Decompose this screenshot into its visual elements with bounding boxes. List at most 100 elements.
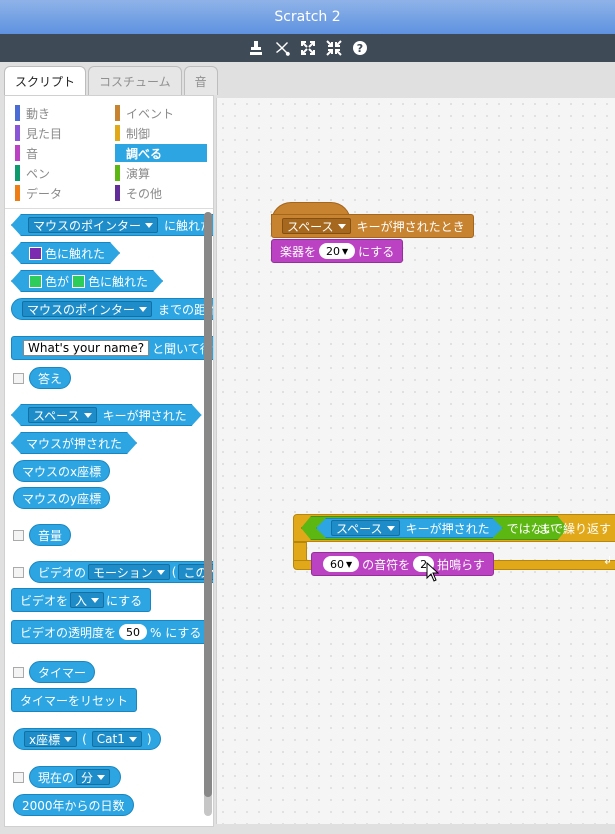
toolbar: ? bbox=[0, 34, 615, 62]
color-touching-color-block[interactable]: 色が 色に触れた bbox=[11, 270, 163, 292]
days-since-label: 2000年からの日数 bbox=[22, 798, 125, 813]
instrument-number[interactable]: 20▼ bbox=[319, 243, 356, 259]
note-number[interactable]: 60▼ bbox=[323, 556, 360, 572]
palette-scroll-thumb[interactable] bbox=[204, 212, 212, 797]
condition-key-dropdown[interactable]: スペース bbox=[331, 520, 400, 536]
attribute-of-reporter[interactable]: x座標 ( Cat1 ) bbox=[13, 728, 161, 750]
of-paren-open: ( bbox=[82, 732, 87, 746]
video-set-label: ビデオを bbox=[20, 593, 69, 608]
play-note-block[interactable]: 60▼ の音符を 2 拍鳴らす bbox=[311, 552, 494, 576]
key-pressed-block[interactable]: スペース キーが押された bbox=[11, 404, 202, 426]
category-1[interactable]: イベント bbox=[115, 104, 207, 122]
hat-key-dropdown[interactable]: スペース bbox=[282, 218, 351, 234]
category-color-bar bbox=[115, 145, 120, 161]
mouse-y-reporter[interactable]: マウスのy座標 bbox=[13, 487, 111, 509]
mouse-y-label: マウスのy座標 bbox=[22, 491, 102, 506]
script-repeat-until[interactable]: スペース キーが押された ではない まで繰り返す ↲ 60▼ の音符を 2 拍鳴… bbox=[293, 514, 615, 576]
loudness-checkbox[interactable] bbox=[13, 530, 24, 541]
tab-costumes[interactable]: コスチューム bbox=[88, 66, 182, 95]
touching-dropdown[interactable]: マウスのポインター bbox=[28, 217, 158, 233]
beats-label: 拍鳴らす bbox=[437, 557, 485, 572]
category-0[interactable]: 動き bbox=[15, 104, 107, 122]
editor-tabs: スクリプト コスチューム 音 bbox=[4, 66, 218, 96]
set-instrument-block[interactable]: 楽器を 20▼ にする bbox=[271, 239, 404, 263]
distance-dropdown[interactable]: マウスのポインター bbox=[22, 301, 153, 317]
color-swatch-a[interactable] bbox=[29, 275, 42, 288]
when-key-pressed-block[interactable]: スペース キーが押されたとき bbox=[271, 214, 474, 238]
reset-timer-block[interactable]: タイマーをリセット bbox=[11, 688, 138, 712]
category-6[interactable]: ペン bbox=[15, 164, 107, 182]
current-dropdown[interactable]: 分 bbox=[76, 769, 111, 785]
timer-label: タイマー bbox=[38, 665, 87, 680]
current-time-reporter[interactable]: 現在の 分 bbox=[29, 766, 122, 788]
category-2[interactable]: 見た目 bbox=[15, 124, 107, 142]
not-operator-block[interactable]: スペース キーが押された ではない bbox=[301, 516, 568, 540]
video-state-dropdown[interactable]: 入 bbox=[70, 592, 105, 608]
distance-block[interactable]: マウスのポインター までの距離 bbox=[11, 298, 213, 320]
tab-scripts[interactable]: スクリプト bbox=[4, 66, 87, 96]
category-7[interactable]: 演算 bbox=[115, 164, 207, 182]
video-trans-input[interactable]: 50 bbox=[119, 624, 148, 640]
category-5[interactable]: 調べる bbox=[115, 144, 207, 162]
ask-block[interactable]: What's your name? と聞いて待つ bbox=[11, 336, 213, 360]
category-label: イベント bbox=[126, 106, 175, 121]
ask-input[interactable]: What's your name? bbox=[23, 340, 150, 356]
video-set-block[interactable]: ビデオを 入 にする bbox=[11, 588, 152, 612]
instrument-label: 楽器を bbox=[280, 244, 317, 259]
category-label: データ bbox=[26, 186, 63, 201]
current-checkbox[interactable] bbox=[13, 772, 24, 783]
category-color-bar bbox=[15, 165, 20, 181]
condition-key-pressed[interactable]: スペース キーが押された bbox=[316, 518, 503, 538]
touching-block[interactable]: マウスのポインター に触れた bbox=[11, 214, 214, 236]
category-8[interactable]: データ bbox=[15, 184, 107, 202]
answer-label: 答え bbox=[38, 371, 63, 386]
mouse-down-block[interactable]: マウスが押された bbox=[11, 432, 137, 454]
color-swatch-b[interactable] bbox=[72, 275, 85, 288]
tab-sounds[interactable]: 音 bbox=[183, 66, 218, 95]
svg-text:?: ? bbox=[356, 42, 362, 55]
mouse-x-reporter[interactable]: マウスのx座標 bbox=[13, 460, 111, 482]
video-motion-dropdown[interactable]: モーション bbox=[88, 564, 170, 580]
answer-checkbox[interactable] bbox=[13, 373, 24, 384]
video-motion-checkbox[interactable] bbox=[13, 567, 24, 578]
video-motion-reporter[interactable]: ビデオの モーション ( この bbox=[29, 561, 213, 583]
loudness-reporter[interactable]: 音量 bbox=[29, 524, 72, 546]
video-trans-label: ビデオの透明度を bbox=[20, 625, 117, 640]
answer-reporter[interactable]: 答え bbox=[29, 367, 72, 389]
timer-reporter[interactable]: タイマー bbox=[29, 661, 96, 683]
color-touching-label-b: 色に触れた bbox=[88, 274, 149, 289]
key-pressed-label: キーが押された bbox=[102, 408, 187, 423]
category-3[interactable]: 制御 bbox=[115, 124, 207, 142]
grow-icon[interactable] bbox=[300, 40, 316, 56]
palette-scrollbar[interactable] bbox=[204, 212, 212, 816]
condition-key-label: キーが押された bbox=[405, 521, 490, 536]
title-bar: Scratch 2 bbox=[0, 0, 615, 34]
script-area[interactable]: スペース キーが押されたとき 楽器を 20▼ にする スペース キーが押された … bbox=[216, 98, 615, 824]
touching-color-block[interactable]: 色に触れた bbox=[11, 242, 120, 264]
video-transparency-block[interactable]: ビデオの透明度を 50 % にする bbox=[11, 620, 211, 644]
timer-checkbox[interactable] bbox=[13, 667, 24, 678]
days-since-reporter[interactable]: 2000年からの日数 bbox=[13, 794, 134, 816]
category-label: 調べる bbox=[126, 146, 163, 161]
attribute-dropdown[interactable]: x座標 bbox=[24, 731, 78, 747]
help-icon[interactable]: ? bbox=[352, 40, 368, 56]
ask-label: と聞いて待つ bbox=[152, 341, 213, 356]
shrink-icon[interactable] bbox=[325, 40, 342, 56]
category-color-bar bbox=[15, 145, 20, 161]
category-9[interactable]: その他 bbox=[115, 184, 207, 202]
instrument-dropdown-arrow[interactable]: ▼ bbox=[342, 246, 349, 256]
mouse-x-label: マウスのx座標 bbox=[22, 464, 102, 479]
duplicate-stamp-icon[interactable] bbox=[248, 40, 264, 56]
loudness-label: 音量 bbox=[38, 528, 63, 543]
category-4[interactable]: 音 bbox=[15, 144, 107, 162]
cut-scissors-icon[interactable] bbox=[274, 40, 290, 56]
note-dropdown-arrow[interactable]: ▼ bbox=[346, 559, 353, 569]
color-swatch[interactable] bbox=[29, 247, 42, 260]
key-dropdown[interactable]: スペース bbox=[28, 407, 97, 423]
category-label: 見た目 bbox=[26, 126, 63, 141]
video-paren: ( bbox=[171, 565, 177, 579]
palette-blocks: マウスのポインター に触れた 色に触れた 色が 色に触れた マウスのポインター … bbox=[5, 214, 213, 826]
sprite-dropdown[interactable]: Cat1 bbox=[91, 731, 142, 747]
video-label: ビデオの bbox=[38, 565, 87, 580]
app-title: Scratch 2 bbox=[274, 9, 341, 25]
